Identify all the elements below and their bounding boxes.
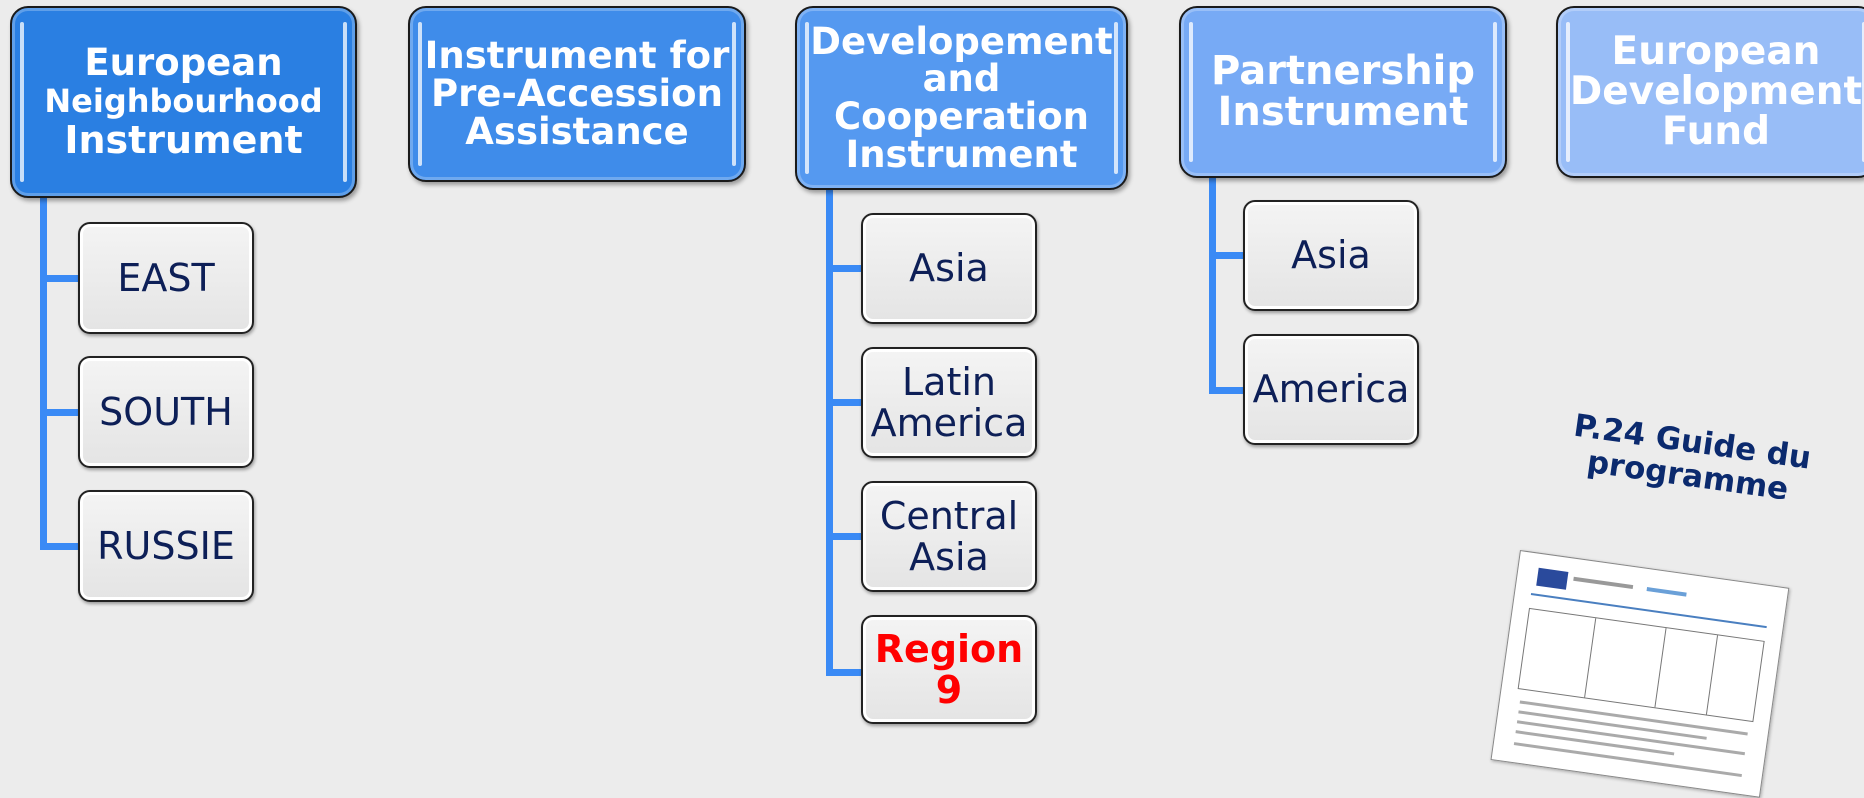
instrument-edf-box: European Development Fund: [1556, 6, 1864, 178]
dci-child-latin-america-label: Latin America: [870, 359, 1028, 445]
connector-eni-south: [40, 409, 80, 416]
eni-child-russie-label: RUSSIE: [97, 523, 235, 568]
connector-dci-region9: [826, 669, 866, 676]
connector-pi-america: [1209, 387, 1249, 394]
pi-child-america-label: America: [1252, 367, 1410, 412]
dci-child-region-9: Region 9: [861, 615, 1037, 724]
instrument-eni-line2: Neighbourhood: [44, 82, 323, 121]
pi-child-asia-label: Asia: [1291, 233, 1371, 278]
instrument-eni-box: European Neighbourhood Instrument: [10, 6, 357, 198]
pi-child-asia: Asia: [1243, 200, 1419, 311]
dci-child-central-asia-label: Central Asia: [879, 493, 1019, 579]
instrument-ipa-line2: Pre-Accession: [431, 72, 723, 116]
connector-dci-latin-america: [826, 399, 866, 406]
instrument-ipa-line1: Instrument for: [424, 34, 730, 78]
connector-dci-vertical: [826, 188, 833, 676]
eu-flag-icon: [1536, 567, 1569, 590]
instrument-edf-line2: Development: [1569, 69, 1863, 115]
instrument-edf-line1: European: [1611, 29, 1821, 75]
eni-child-east-label: EAST: [117, 255, 215, 300]
instrument-ipa-box: Instrument for Pre-Accession Assistance: [408, 6, 746, 182]
guide-title: P.24 Guide du programme: [1571, 407, 1814, 508]
guide-document-thumbnail: [1490, 550, 1790, 798]
instrument-ipa-line3: Assistance: [465, 109, 689, 153]
dci-child-asia: Asia: [861, 213, 1037, 324]
instrument-dci-box: Developement and Cooperation Instrument: [795, 6, 1128, 190]
instrument-edf-line3: Fund: [1661, 108, 1771, 154]
connector-pi-vertical: [1209, 176, 1216, 394]
connector-dci-asia: [826, 265, 866, 272]
instrument-pi-box: Partnership Instrument: [1179, 6, 1507, 178]
pi-child-america: America: [1243, 334, 1419, 445]
instrument-dci-line1: Developement: [810, 19, 1113, 63]
eni-child-russie: RUSSIE: [78, 490, 254, 602]
eni-child-south: SOUTH: [78, 356, 254, 468]
dci-child-region-9-label: Region 9: [874, 626, 1024, 712]
dci-child-central-asia: Central Asia: [861, 481, 1037, 592]
instrument-eni-line1: European: [84, 41, 283, 85]
instrument-pi-line1: Partnership: [1210, 48, 1476, 95]
connector-eni-east: [40, 275, 80, 282]
eni-child-east: EAST: [78, 222, 254, 334]
connector-pi-asia: [1209, 252, 1249, 259]
connector-dci-central-asia: [826, 533, 866, 540]
dci-child-latin-america: Latin America: [861, 347, 1037, 458]
instrument-eni-line3: Instrument: [64, 117, 303, 162]
eni-child-south-label: SOUTH: [99, 389, 233, 434]
connector-eni-russie: [40, 543, 80, 550]
instrument-pi-line2: Instrument: [1217, 89, 1469, 135]
connector-eni-vertical: [40, 196, 47, 550]
instrument-dci-line3: Cooperation: [834, 95, 1089, 138]
dci-child-asia-label: Asia: [909, 246, 989, 291]
instrument-dci-line2: and: [922, 57, 1001, 101]
instrument-dci-line4: Instrument: [845, 132, 1078, 176]
